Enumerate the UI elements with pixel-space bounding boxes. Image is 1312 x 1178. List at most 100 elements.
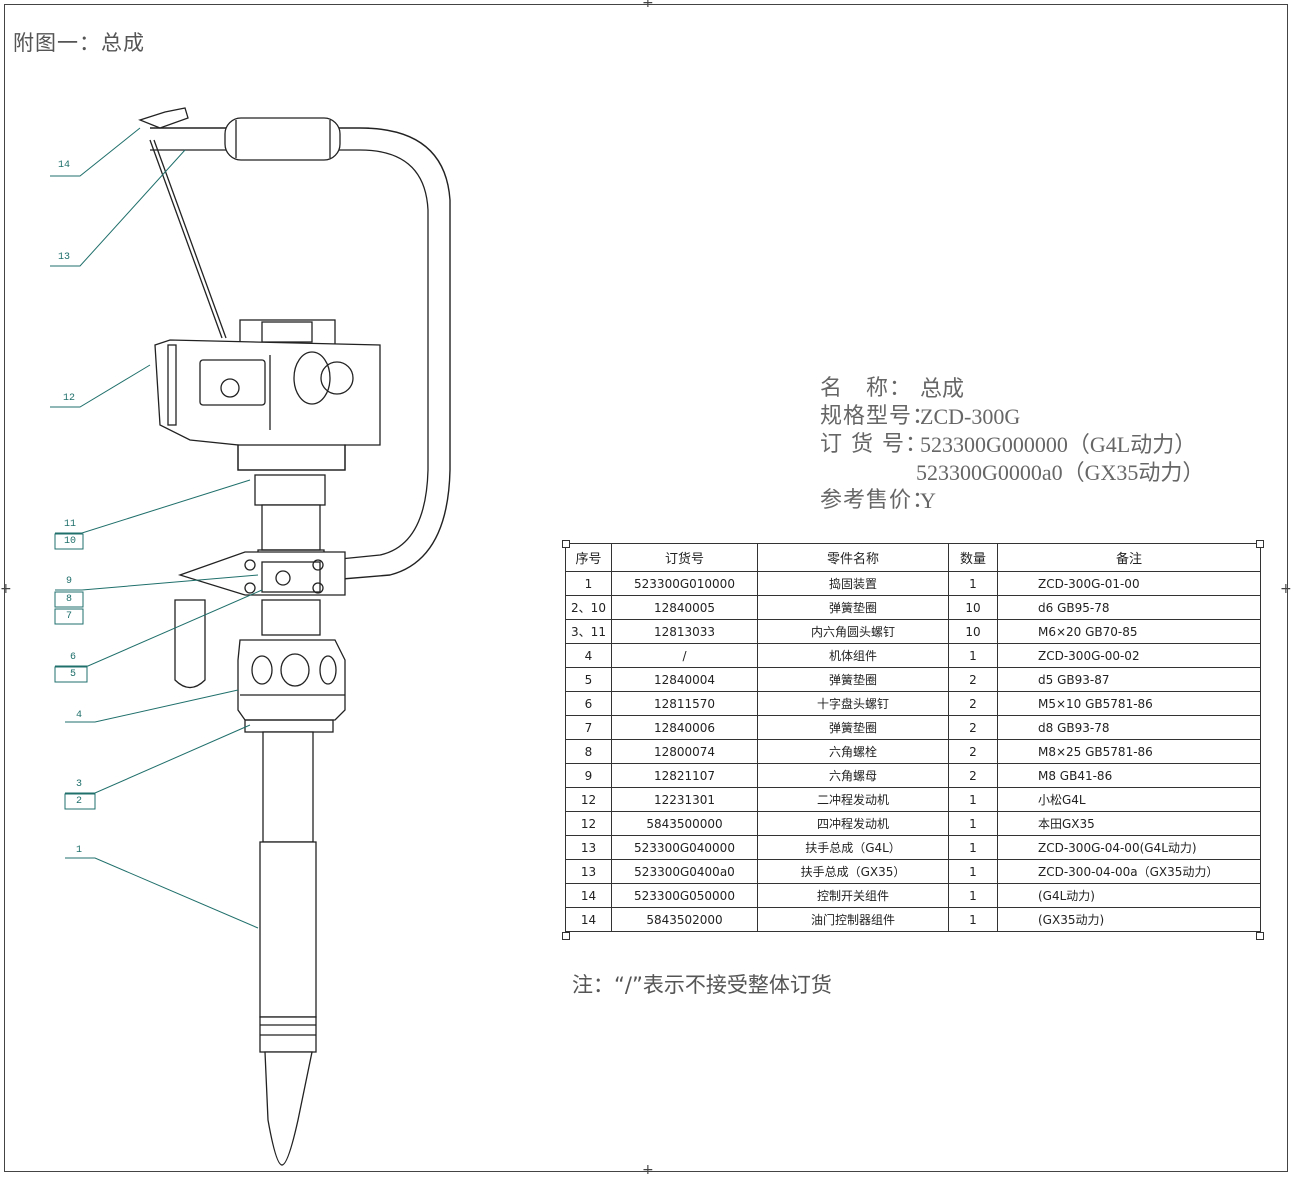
cell-seq: 3、11 (565, 619, 612, 644)
model-label: 规格型号： (820, 404, 936, 429)
callout-12: 12 (63, 393, 76, 404)
callout-13: 13 (58, 252, 71, 263)
cell-remark: M6×20 GB70-85 (997, 619, 1261, 644)
cell-order-no: 523300G0400a0 (611, 859, 758, 884)
cell-seq: 7 (565, 715, 612, 740)
callout-2: 2 (76, 796, 83, 807)
cell-remark: (GX35动力) (997, 907, 1261, 932)
cell-seq: 5 (565, 667, 612, 692)
cell-remark: d8 GB93-78 (997, 715, 1261, 740)
cell-order-no: 5843500000 (611, 811, 758, 836)
callout-10: 10 (64, 536, 77, 547)
assembly-drawing (50, 107, 451, 1166)
cell-order-no: 12800074 (611, 739, 758, 764)
center-mark-bottom: + (642, 1162, 654, 1178)
order-value-2: 523300G0000a0（GX35动力） (916, 460, 1205, 485)
cell-seq: 13 (565, 859, 612, 884)
cell-order-no: 12840004 (611, 667, 758, 692)
model-value: ZCD-300G (920, 404, 1021, 429)
cell-part-name: 内六角圆头螺钉 (757, 619, 949, 644)
price-value: Y (920, 488, 936, 513)
spec-block: 名 称：总成 规格型号：ZCD-300G 订 货 号：523300G000000… (820, 375, 1204, 515)
order-note: 注：“/”表示不接受整体订货 (572, 973, 832, 997)
center-mark-right: + (1280, 581, 1292, 597)
bom-header-row: 序号 订货号 零件名称 数量 备注 (565, 543, 1261, 572)
cell-qty: 1 (948, 787, 998, 812)
table-corner-marker (562, 932, 570, 940)
cell-remark: M8×25 GB5781-86 (997, 739, 1261, 764)
cell-part-name: 弹簧垫圈 (757, 667, 949, 692)
cell-qty: 2 (948, 715, 998, 740)
cell-qty: 2 (948, 739, 998, 764)
callout-4: 4 (76, 710, 83, 721)
cell-part-name: 六角螺栓 (757, 739, 949, 764)
header-order-no: 订货号 (611, 543, 758, 572)
cell-remark: d5 GB93-87 (997, 667, 1261, 692)
cell-qty: 1 (948, 907, 998, 932)
callout-5: 5 (70, 669, 77, 680)
cell-remark: 本田GX35 (997, 811, 1261, 836)
cell-part-name: 油门控制器组件 (757, 907, 949, 932)
page-title: 附图一：总成 (13, 31, 145, 55)
cell-part-name: 六角螺母 (757, 763, 949, 788)
callout-11: 11 (64, 519, 77, 530)
cell-part-name: 扶手总成（G4L） (757, 835, 949, 860)
cell-part-name: 捣固装置 (757, 571, 949, 596)
cell-remark: M8 GB41-86 (997, 763, 1261, 788)
cell-order-no: 523300G050000 (611, 883, 758, 908)
cell-part-name: 控制开关组件 (757, 883, 949, 908)
cell-seq: 12 (565, 811, 612, 836)
cell-qty: 2 (948, 763, 998, 788)
callout-9: 9 (66, 576, 73, 587)
cell-remark: (G4L动力) (997, 883, 1261, 908)
cell-qty: 1 (948, 883, 998, 908)
cell-qty: 2 (948, 691, 998, 716)
cell-order-no: / (611, 643, 758, 668)
header-remark: 备注 (997, 543, 1261, 572)
cell-part-name: 弹簧垫圈 (757, 595, 949, 620)
cell-seq: 9 (565, 763, 612, 788)
cell-qty: 10 (948, 595, 998, 620)
cell-qty: 1 (948, 859, 998, 884)
cell-seq: 14 (565, 883, 612, 908)
cell-part-name: 机体组件 (757, 643, 949, 668)
cell-order-no: 12840006 (611, 715, 758, 740)
cell-part-name: 二冲程发动机 (757, 787, 949, 812)
center-mark-left: + (0, 581, 12, 597)
cell-part-name: 四冲程发动机 (757, 811, 949, 836)
cell-remark: ZCD-300G-01-00 (997, 571, 1261, 596)
cell-seq: 12 (565, 787, 612, 812)
name-label: 名 称： (820, 376, 913, 401)
center-mark-top: + (642, 0, 654, 11)
cell-order-no: 5843502000 (611, 907, 758, 932)
cell-seq: 2、10 (565, 595, 612, 620)
cell-remark: M5×10 GB5781-86 (997, 691, 1261, 716)
callout-14: 14 (58, 160, 71, 171)
drawing-frame (4, 4, 1288, 1172)
cell-seq: 8 (565, 739, 612, 764)
name-value: 总成 (920, 376, 965, 401)
header-part-name: 零件名称 (757, 543, 949, 572)
cell-remark: ZCD-300-04-00a（GX35动力） (997, 859, 1261, 884)
cell-qty: 2 (948, 667, 998, 692)
cell-order-no: 12231301 (611, 787, 758, 812)
cell-order-no: 12813033 (611, 619, 758, 644)
cell-qty: 1 (948, 835, 998, 860)
cell-order-no: 523300G010000 (611, 571, 758, 596)
cell-seq: 6 (565, 691, 612, 716)
cell-remark: d6 GB95-78 (997, 595, 1261, 620)
cell-remark: ZCD-300G-04-00(G4L动力) (997, 835, 1261, 860)
cell-part-name: 扶手总成（GX35） (757, 859, 949, 884)
